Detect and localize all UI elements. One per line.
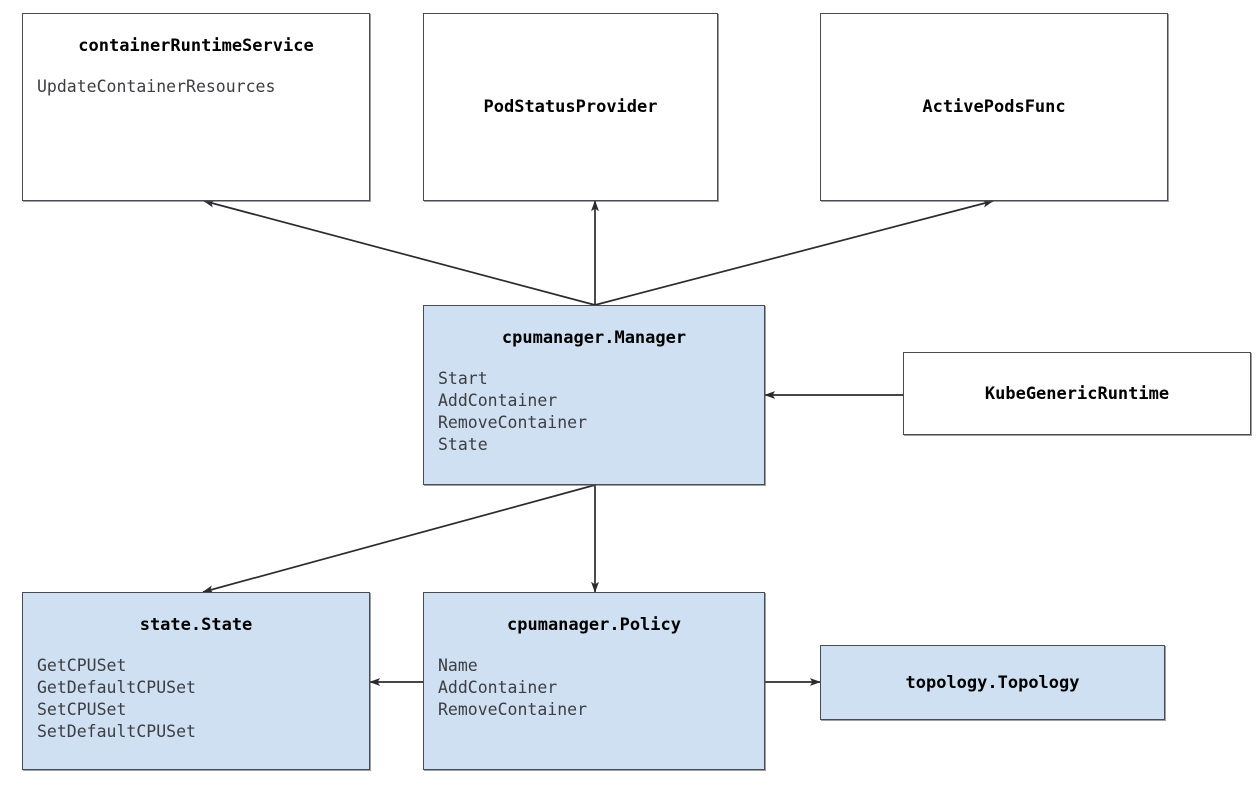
class-node-title: cpumanager.Policy — [507, 615, 681, 635]
edge-manager-to-activePodsFunc — [594, 199, 994, 306]
class-member: UpdateContainerResources — [37, 77, 276, 96]
edge-manager-to-stateState — [202, 484, 596, 594]
class-node-title: PodStatusProvider — [483, 97, 658, 117]
class-node-ActivePodsFunc[interactable]: ActivePodsFunc — [820, 13, 1168, 201]
class-member: GetDefaultCPUSet — [37, 678, 196, 697]
class-node-title: containerRuntimeService — [78, 36, 314, 56]
class-node-title: cpumanager.Manager — [501, 328, 687, 348]
class-member: AddContainer — [438, 391, 558, 410]
class-member: RemoveContainer — [438, 413, 588, 432]
class-node-title: state.State — [139, 615, 253, 635]
class-member: GetCPUSet — [37, 656, 127, 675]
class-node-members: UpdateContainerResources — [23, 76, 369, 98]
class-member: AddContainer — [438, 678, 558, 697]
class-member: Start — [438, 369, 488, 388]
class-node-title: ActivePodsFunc — [922, 97, 1066, 117]
class-member: RemoveContainer — [438, 700, 588, 719]
class-node-title: topology.Topology — [905, 672, 1080, 693]
class-member: State — [438, 435, 488, 454]
class-member: SetCPUSet — [37, 700, 127, 719]
class-node-PodStatusProvider[interactable]: PodStatusProvider — [423, 13, 718, 201]
class-node-KubeGenericRuntime[interactable]: KubeGenericRuntime — [903, 352, 1251, 435]
class-member: SetDefaultCPUSet — [37, 722, 196, 741]
class-node-topologyTopology[interactable]: topology.Topology — [820, 645, 1165, 720]
class-member: Name — [438, 656, 478, 675]
edge-manager-to-containerRuntimeService — [203, 199, 596, 306]
class-node-title: KubeGenericRuntime — [984, 383, 1170, 404]
